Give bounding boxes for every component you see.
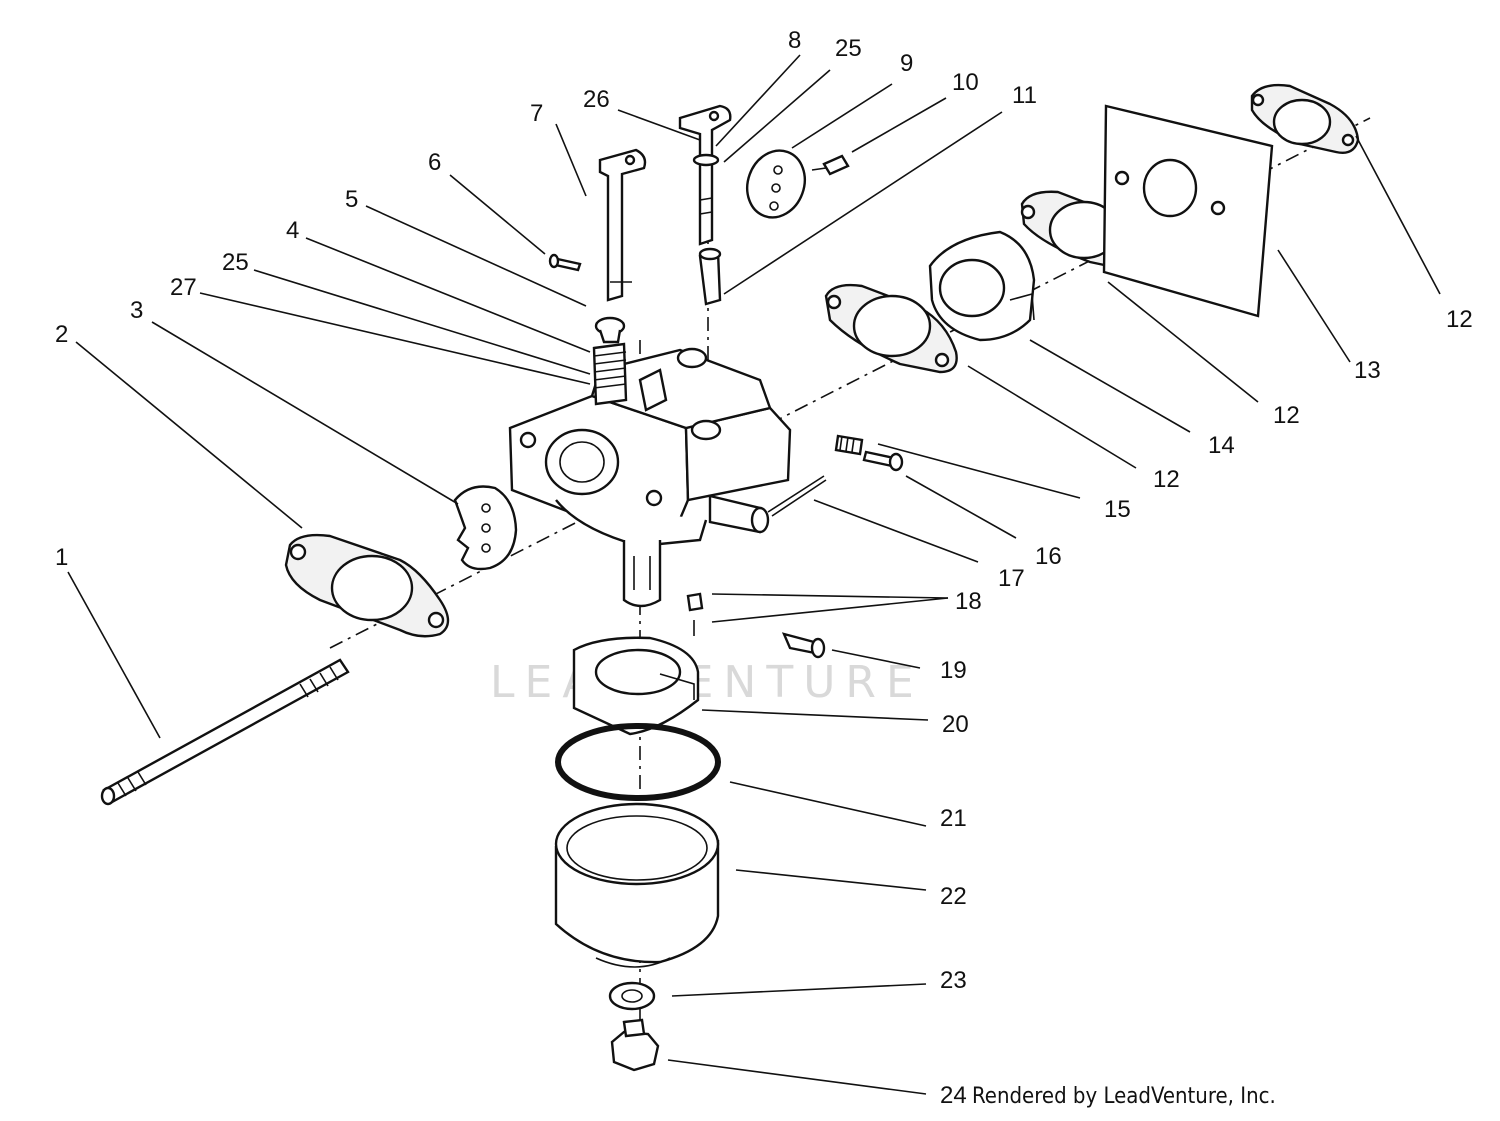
leader-line-16 [905,475,1017,539]
callout-labels: 1 2 3 27 25 4 5 6 7 26 8 25 9 10 11 12 1… [55,27,1473,1109]
leader-line-8 [715,54,801,147]
leader-line-6 [449,174,546,255]
part-23-washer [608,981,656,1011]
part-10-screw [811,154,850,176]
watermark-text: LEADVENTURE [490,657,924,708]
leader-line-26 [617,109,701,141]
leader-line-17 [813,499,979,563]
leader-line-14 [1029,339,1191,433]
part-14-spacer [928,230,1036,342]
callout-11: 11 [1012,82,1037,109]
callout-16: 16 [1035,543,1062,570]
leader-line-7 [555,123,587,197]
leader-line-2 [75,341,303,529]
callout-18: 18 [955,588,982,615]
callout-6: 6 [428,149,441,176]
callout-1: 1 [55,544,68,571]
part-21-o-ring [555,723,721,801]
part-7-choke-shaft [598,148,647,302]
leader-line-9 [791,83,893,149]
leader-line-18a [711,593,949,599]
leader-line-19 [831,649,921,669]
leader-line-22 [735,869,927,891]
leader-line-23 [671,983,927,997]
callout-9: 9 [900,50,913,77]
callout-25-upper: 25 [835,35,862,62]
callout-22: 22 [940,883,967,910]
callout-7: 7 [530,100,543,127]
credit-text: Rendered by LeadVenture, Inc. [972,1084,1276,1109]
leader-line-25b [723,69,831,163]
leader-line-15 [877,443,1081,499]
callout-2: 2 [55,321,68,348]
part-9-choke-plate [746,149,806,219]
leader-line-27 [199,292,591,385]
callout-20: 20 [942,711,969,738]
callout-12-left: 12 [1153,466,1180,493]
callout-10: 10 [952,69,979,96]
callout-23: 23 [940,967,967,994]
callout-21: 21 [940,805,967,832]
part-18-needle [686,592,704,636]
callout-14: 14 [1208,432,1235,459]
carburetor-body [508,347,792,608]
callout-12-right: 12 [1446,306,1473,333]
part-24-bolt [610,1018,660,1072]
leader-line-4 [305,237,591,353]
callout-15: 15 [1104,496,1131,523]
leader-line-21 [729,781,927,827]
callout-4: 4 [286,217,299,244]
part-13-insulator-plate [1102,104,1274,318]
part-22-float-bowl [554,802,720,968]
leader-line-10 [851,97,947,153]
leader-line-13 [1277,249,1351,363]
leader-line-1 [67,571,161,739]
callout-27: 27 [170,274,197,301]
part-12-gasket-right [1250,83,1360,154]
part-20-float [572,636,700,736]
part-3-throttle-plate [453,485,518,571]
leader-line-20 [701,709,929,721]
leader-line-11 [723,111,1003,295]
part-17-pin [767,475,827,517]
part-11-jet [698,247,722,306]
callout-8: 8 [788,27,801,54]
leader-line-18b [711,597,949,623]
callout-5: 5 [345,186,358,213]
part-6-screw [548,253,582,272]
part-8-throttle-shaft [678,104,732,246]
part-4-spring [592,316,628,406]
callout-13: 13 [1354,357,1381,384]
part-19-screw [781,632,826,659]
callout-3: 3 [130,297,143,324]
part-16-screw [862,450,904,472]
callout-12-middle: 12 [1273,402,1300,429]
leader-line-5 [365,205,587,307]
leader-lines [67,54,1441,1095]
leader-line-3 [151,321,459,505]
callout-19: 19 [940,657,967,684]
leader-line-25a [253,269,591,375]
leader-line-12r [1355,135,1441,295]
callout-17: 17 [998,565,1025,592]
part-15-spring [834,434,864,456]
part-1-stud [100,658,350,806]
callout-24: 24 [940,1082,967,1109]
leader-line-12l [967,365,1137,469]
part-2-gasket [284,533,450,638]
part-12-gasket-large [824,283,958,374]
callout-26: 26 [583,86,610,113]
leader-line-24 [667,1059,927,1095]
callout-25-lower: 25 [222,249,249,276]
leader-line-12m [1107,281,1259,403]
